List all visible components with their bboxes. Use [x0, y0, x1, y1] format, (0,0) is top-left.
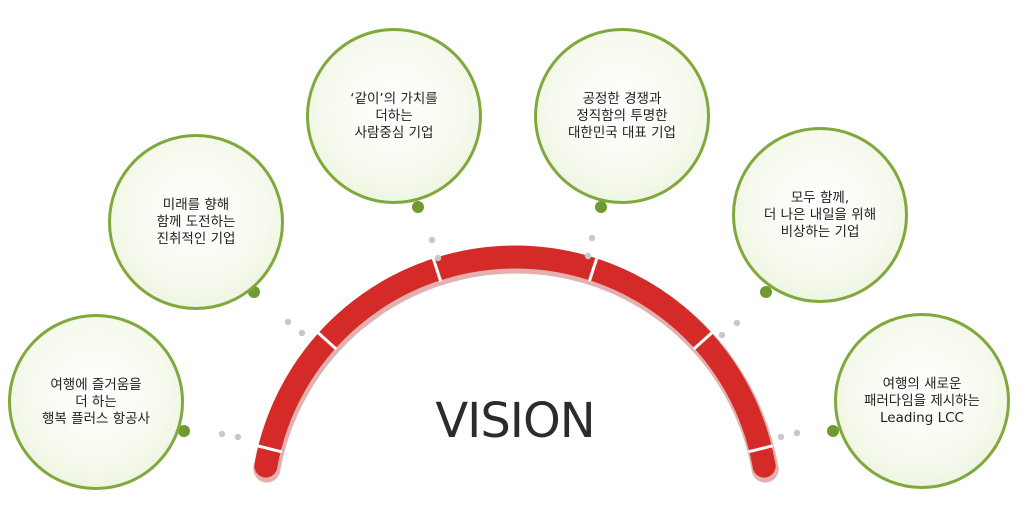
vision-bubble-3: ‘같이’의 가치를 더하는 사람중심 기업 [306, 28, 482, 204]
bubble-text: 공정한 경쟁과 정직함의 투명한 대한민국 대표 기업 [568, 90, 676, 141]
vision-bubble-5: 모두 함께, 더 나은 내일을 위해 비상하는 기업 [732, 127, 908, 303]
arc-separator-3 [431, 257, 443, 282]
vision-title: VISION [435, 393, 595, 449]
connector-dot-1-1 [234, 433, 242, 441]
connector-dot-4-2 [588, 234, 596, 242]
connector-dot-5-2 [733, 319, 741, 327]
arc-separator-2 [316, 331, 338, 351]
arc-separator-5 [692, 331, 714, 351]
connector-dot-2-2 [284, 318, 292, 326]
vision-arc [253, 245, 779, 483]
bubble-anchor-dot-1 [178, 425, 190, 437]
arc-band [254, 245, 776, 478]
bubble-text: 미래를 향해 함께 도전하는 진취적인 기업 [156, 196, 236, 247]
vision-bubble-4: 공정한 경쟁과 정직함의 투명한 대한민국 대표 기업 [534, 28, 710, 204]
connector-dot-4-1 [584, 252, 592, 260]
vision-bubble-1: 여행에 즐거움을 더 하는 행복 플러스 항공사 [8, 314, 184, 490]
bubble-text: ‘같이’의 가치를 더하는 사람중심 기업 [350, 90, 438, 141]
connector-dots [178, 201, 839, 441]
vision-bubble-2: 미래를 향해 함께 도전하는 진취적인 기업 [108, 134, 284, 310]
bubble-anchor-dot-5 [760, 286, 772, 298]
bubble-text: 여행에 즐거움을 더 하는 행복 플러스 항공사 [42, 376, 150, 427]
connector-dot-3-2 [428, 236, 436, 244]
arc-separator-6 [747, 444, 773, 454]
connector-dot-6-1 [777, 433, 785, 441]
connector-dot-5-1 [718, 331, 726, 339]
connector-dot-2-1 [298, 329, 306, 337]
connector-dot-3-1 [434, 254, 442, 262]
bubble-anchor-dot-4 [595, 201, 607, 213]
connector-dot-1-2 [218, 430, 226, 438]
bubble-anchor-dot-3 [412, 201, 424, 213]
vision-bubble-6: 여행의 새로운 패러다임을 제시하는 Leading LCC [834, 313, 1010, 489]
bubble-anchor-dot-6 [827, 425, 839, 437]
connector-dot-6-2 [793, 429, 801, 437]
bubble-text: 모두 함께, 더 나은 내일을 위해 비상하는 기업 [763, 189, 877, 240]
bubble-text: 여행의 새로운 패러다임을 제시하는 Leading LCC [863, 375, 981, 426]
arc-separator-4 [587, 257, 599, 282]
arc-separator-1 [257, 444, 283, 454]
